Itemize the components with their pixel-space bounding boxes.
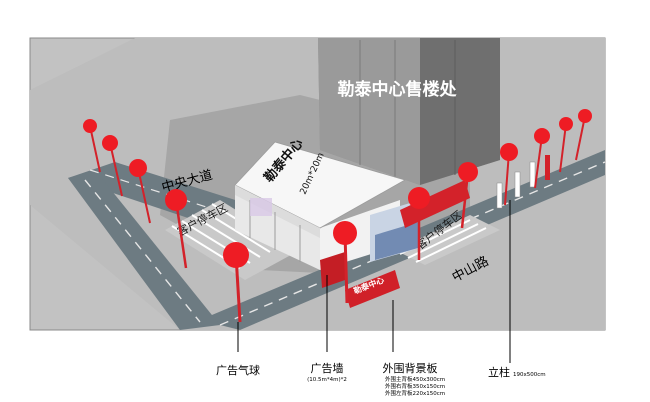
legend-backdrop-line: 外围右背板350x150cm	[385, 382, 445, 390]
pillar	[514, 171, 521, 198]
balloon	[129, 159, 147, 177]
balloon	[333, 221, 357, 245]
balloon	[223, 242, 249, 268]
legend-pillar-label: 立柱	[488, 365, 510, 379]
balloon	[408, 187, 430, 209]
balloon	[500, 143, 518, 161]
balloon	[83, 119, 97, 133]
ad-walls: 勒泰中心	[320, 180, 470, 308]
balloon	[458, 162, 478, 182]
legend-backdrop-line: 外围左背板220x150cm	[385, 389, 445, 397]
tower-sign: 勒泰中心售楼处	[338, 79, 458, 100]
pillar	[496, 182, 503, 209]
balloon	[165, 189, 187, 211]
balloon	[102, 135, 118, 151]
legend-adwall-label: 广告墙	[311, 361, 344, 375]
road-left	[68, 170, 220, 330]
pillar	[545, 155, 550, 180]
balloons	[83, 109, 592, 323]
legend-adwall-sub: (10.5m*4m)*2	[307, 377, 347, 383]
backdrop-right	[400, 180, 470, 228]
legend-backdrop-line: 外围主背板450x300cm	[385, 375, 445, 383]
balloon	[578, 109, 592, 123]
tower-building: 勒泰中心售楼处	[318, 38, 500, 185]
hoarding-main	[345, 270, 400, 308]
legend-balloon-label: 广告气球	[216, 363, 260, 377]
backdrop-left	[320, 252, 345, 288]
pillar	[529, 161, 536, 188]
pillars	[496, 155, 550, 209]
legend-pillar-sub: 190x500cm	[513, 372, 546, 378]
legend-backdrop-label: 外围背景板	[383, 361, 438, 375]
balloon	[559, 117, 573, 131]
legend-leaders	[237, 200, 511, 363]
balloon	[534, 128, 550, 144]
parking-left: 客户停车区	[165, 200, 300, 280]
